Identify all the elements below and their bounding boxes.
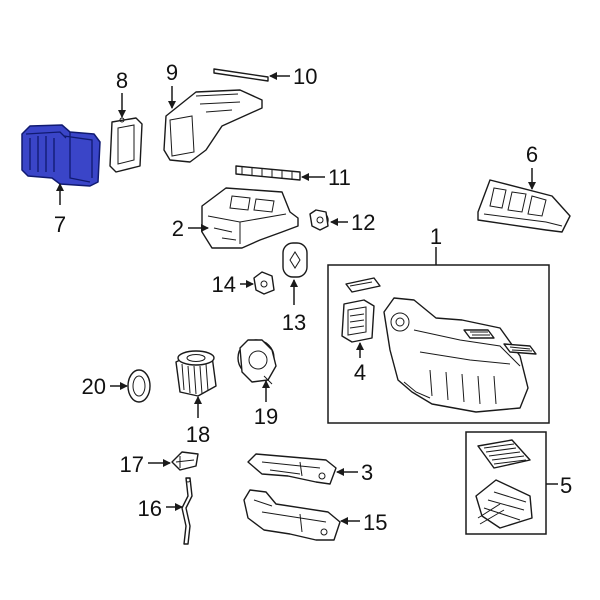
part-8-gasket[interactable] [109,117,143,173]
callout-6[interactable]: 6 [526,142,538,167]
callout-20[interactable]: 20 [82,374,106,399]
part-1-small-filter-a[interactable] [463,329,495,339]
callout-17[interactable]: 17 [120,452,144,477]
callout-1[interactable]: 1 [430,224,442,249]
part-16-link-rod[interactable] [181,477,193,545]
part-18-blower-wheel[interactable] [175,350,217,397]
part-5-filter-housing[interactable] [475,479,533,529]
callout-5[interactable]: 5 [560,473,572,498]
callout-7[interactable]: 7 [54,212,66,237]
part-4-module[interactable] [341,299,375,343]
callout-14[interactable]: 14 [212,272,236,297]
part-17-bracket[interactable] [171,451,199,471]
part-7-blower-housing[interactable] [21,124,101,187]
callout-2[interactable]: 2 [172,216,184,241]
part-9-inlet-duct[interactable] [163,89,263,163]
part-3-duct[interactable] [247,453,337,485]
part-20-seal-ring[interactable] [127,369,151,403]
part-14-actuator[interactable] [253,271,275,295]
part-6-duct[interactable] [477,179,571,233]
callout-12[interactable]: 12 [351,210,375,235]
part-2-upper-housing[interactable] [201,187,299,249]
part-13-pad[interactable] [282,242,308,278]
part-5-filter-element[interactable] [477,439,531,469]
part-1-small-filter-b[interactable] [503,343,537,355]
callout-18[interactable]: 18 [186,422,210,447]
callout-15[interactable]: 15 [363,510,387,535]
callout-8[interactable]: 8 [116,68,128,93]
callout-9[interactable]: 9 [166,60,178,85]
part-11-filter[interactable] [235,165,301,181]
part-19-blower-motor[interactable] [237,339,277,385]
callout-4[interactable]: 4 [354,360,366,385]
part-12-actuator[interactable] [309,209,329,231]
part-1-hvac-housing[interactable] [383,297,529,413]
part-1-clip[interactable] [345,277,381,293]
part-10-seal-strip[interactable] [213,68,269,82]
assembly-box-5 [465,431,547,535]
callout-19[interactable]: 19 [254,404,278,429]
callout-16[interactable]: 16 [138,496,162,521]
part-15-duct[interactable] [243,489,341,541]
callout-11[interactable]: 11 [328,165,351,190]
callout-13[interactable]: 13 [282,310,306,335]
callout-10[interactable]: 10 [293,64,317,89]
assembly-box-1 [327,264,550,424]
callout-3[interactable]: 3 [361,460,373,485]
